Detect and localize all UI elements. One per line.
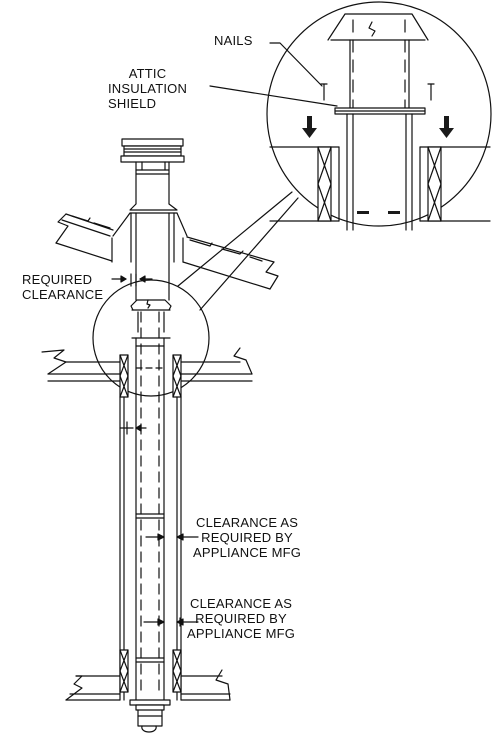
clearance-mfg-label-lower: CLEARANCE AS REQUIRED BY APPLIANCE MFG xyxy=(187,596,295,641)
vent-cap xyxy=(120,138,185,171)
clearance-dim-upper-small xyxy=(119,421,147,435)
attic-insulation-shield-label: ATTIC INSULATION SHIELD xyxy=(108,66,187,111)
clearance-dim-lower xyxy=(143,617,199,627)
main-vent-pipe xyxy=(119,311,182,701)
clearance-lower-line-2: REQUIRED BY xyxy=(195,611,287,626)
pipe-above-roof xyxy=(135,161,170,206)
clearance-upper-line-2: REQUIRED BY xyxy=(201,530,293,545)
clearance-lower-line-3: APPLIANCE MFG xyxy=(187,626,296,641)
ceiling-joists xyxy=(41,347,253,398)
attic-shield-line-3: SHIELD xyxy=(108,96,157,111)
attic-shield-line-2: INSULATION xyxy=(108,81,188,96)
required-clearance-line-2: CLEARANCE xyxy=(22,287,104,302)
leader-lines xyxy=(209,42,338,107)
required-clearance-line-1: REQUIRED xyxy=(22,272,93,287)
attic-shield-line-1: ATTIC xyxy=(128,66,167,81)
nails-label: NAILS xyxy=(214,33,253,48)
clearance-upper-line-1: CLEARANCE AS xyxy=(195,515,299,530)
storm-collar xyxy=(112,203,188,237)
bottom-floor xyxy=(65,649,231,733)
pipe-through-roof xyxy=(130,212,175,301)
clearance-dim-mid xyxy=(145,533,199,541)
required-clearance-label: REQUIRED CLEARANCE xyxy=(22,272,103,302)
detail-callout-circle xyxy=(92,191,299,397)
clearance-mfg-label-upper: CLEARANCE AS REQUIRED BY APPLIANCE MFG xyxy=(193,515,301,560)
clearance-upper-line-3: APPLIANCE MFG xyxy=(193,545,302,560)
clearance-lower-line-1: CLEARANCE AS xyxy=(189,596,293,611)
enlarged-detail-view xyxy=(266,1,492,231)
roof xyxy=(55,213,279,290)
nails-text: NAILS xyxy=(214,33,253,48)
